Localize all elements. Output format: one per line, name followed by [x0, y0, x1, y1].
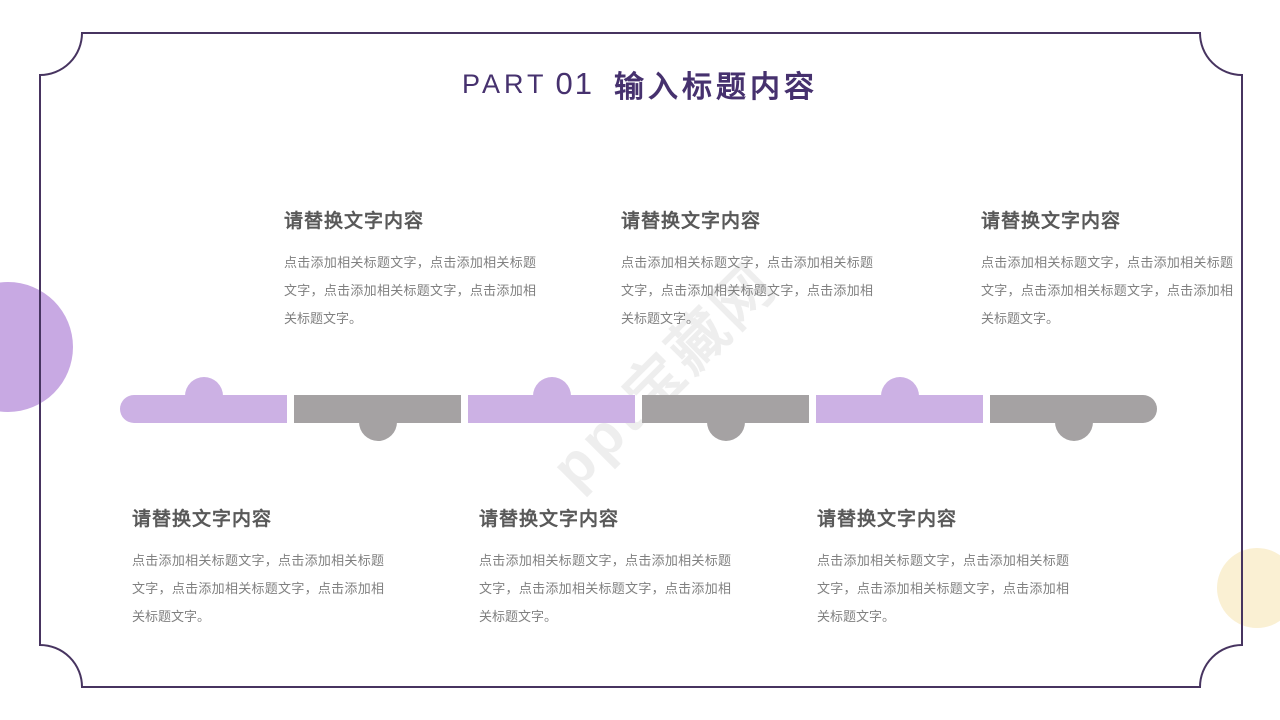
- timeline-segment-bump: [706, 422, 745, 441]
- timeline-segment-bump: [532, 377, 571, 396]
- timeline-segment-bump: [1054, 422, 1093, 441]
- text-block-body: 点击添加相关标题文字，点击添加相关标题文字，点击添加相关标题文字，点击添加相关标…: [132, 553, 384, 624]
- timeline-segment-purple: [468, 377, 635, 423]
- title-part-number: 01: [555, 66, 594, 101]
- timeline-segment-bump: [358, 422, 397, 441]
- text-block-top-3: 请替换文字内容 点击添加相关标题文字，点击添加相关标题文字，点击添加相关标题文字…: [981, 206, 1233, 333]
- text-block-heading: 请替换文字内容: [479, 509, 620, 530]
- text-block-heading: 请替换文字内容: [981, 211, 1122, 232]
- text-block-body: 点击添加相关标题文字，点击添加相关标题文字，点击添加相关标题文字，点击添加相关标…: [817, 553, 1069, 624]
- timeline: [120, 376, 1157, 442]
- timeline-segment-bump: [184, 377, 223, 396]
- text-block-heading: 请替换文字内容: [817, 509, 958, 530]
- title-text: 输入标题内容: [614, 71, 818, 104]
- text-block-body: 点击添加相关标题文字，点击添加相关标题文字，点击添加相关标题文字，点击添加相关标…: [981, 255, 1233, 326]
- text-block-bottom-1: 请替换文字内容 点击添加相关标题文字，点击添加相关标题文字，点击添加相关标题文字…: [132, 504, 384, 631]
- text-block-bottom-2: 请替换文字内容 点击添加相关标题文字，点击添加相关标题文字，点击添加相关标题文字…: [479, 504, 731, 631]
- text-block-heading: 请替换文字内容: [132, 509, 273, 530]
- decor-circle-yellow: [1217, 548, 1280, 628]
- text-block-top-1: 请替换文字内容 点击添加相关标题文字，点击添加相关标题文字，点击添加相关标题文字…: [284, 206, 536, 333]
- text-block-body: 点击添加相关标题文字，点击添加相关标题文字，点击添加相关标题文字，点击添加相关标…: [479, 553, 731, 624]
- title-part-label: PART: [461, 68, 548, 99]
- text-block-heading: 请替换文字内容: [621, 211, 762, 232]
- text-block-body: 点击添加相关标题文字，点击添加相关标题文字，点击添加相关标题文字，点击添加相关标…: [284, 255, 536, 326]
- timeline-segment-purple: [816, 377, 983, 423]
- timeline-segment-purple: [120, 377, 287, 423]
- text-block-top-2: 请替换文字内容 点击添加相关标题文字，点击添加相关标题文字，点击添加相关标题文字…: [621, 206, 873, 333]
- timeline-segment-gray: [294, 395, 461, 441]
- text-block-bottom-3: 请替换文字内容 点击添加相关标题文字，点击添加相关标题文字，点击添加相关标题文字…: [817, 504, 1069, 631]
- page-title: PART 01 输入标题内容: [0, 62, 1280, 106]
- timeline-segment-gray: [642, 395, 809, 441]
- text-block-body: 点击添加相关标题文字，点击添加相关标题文字，点击添加相关标题文字，点击添加相关标…: [621, 255, 873, 326]
- text-block-heading: 请替换文字内容: [284, 211, 425, 232]
- timeline-segment-gray: [990, 395, 1157, 441]
- timeline-segment-bump: [880, 377, 919, 396]
